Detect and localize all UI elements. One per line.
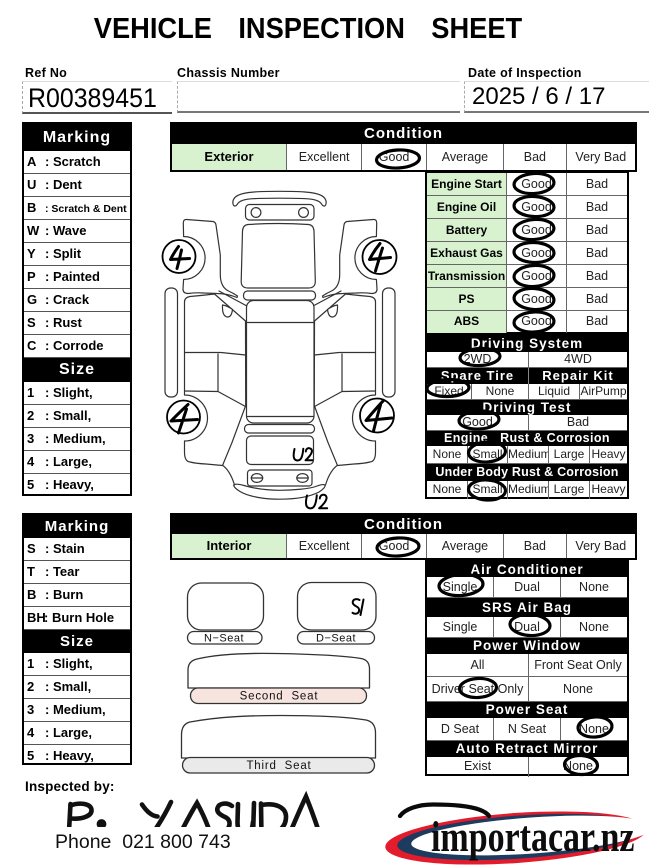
svg-text:D−Seat: D−Seat bbox=[316, 633, 356, 645]
svg-text:importacar.nz: importacar.nz bbox=[431, 813, 634, 861]
svg-text:Second Seat: Second Seat bbox=[240, 691, 319, 703]
svg-text:N−Seat: N−Seat bbox=[204, 633, 244, 645]
svg-text:Third Seat: Third Seat bbox=[246, 760, 311, 772]
